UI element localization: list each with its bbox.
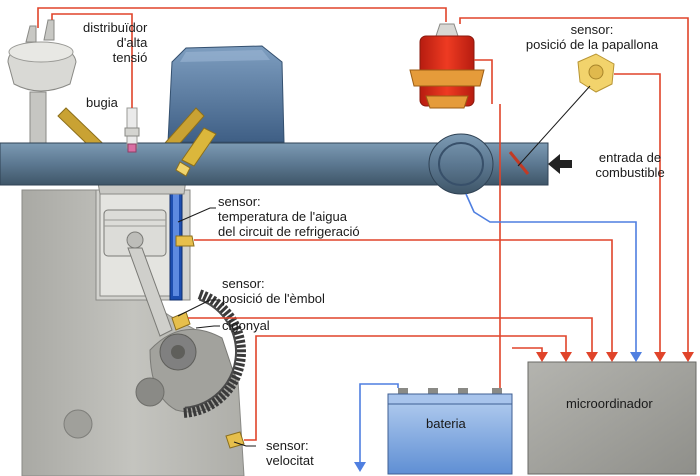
microcomputer [527, 361, 697, 475]
piston-sensor-label: sensor: posició de l'èmbol [222, 276, 325, 306]
crank-tooth [228, 377, 239, 386]
throttle-position-sensor [577, 53, 615, 93]
crank-tooth [212, 298, 222, 309]
crank-ring-arc [184, 298, 237, 409]
leader-lines [177, 85, 591, 447]
spark-plug [124, 107, 140, 153]
speed-sensor-label: sensor: velocitat [266, 438, 314, 468]
throttle-sensor-label: sensor: posició de la papallona [525, 22, 659, 52]
crank-tooth [199, 403, 207, 414]
crank-tooth [211, 396, 220, 407]
crank-tooth [233, 334, 245, 340]
crank-tooth [225, 381, 236, 390]
crank-tooth [234, 339, 246, 345]
crank-tooth [231, 370, 243, 377]
red-wires [37, 7, 689, 441]
crank-tooth [223, 385, 234, 394]
crank-tooth [214, 394, 224, 404]
crank-tooth [235, 353, 246, 358]
engine-block [21, 149, 245, 476]
water-temp-sensor-label: sensor: temperatura de l'aigua del circu… [218, 194, 360, 239]
ignition-coil [409, 23, 485, 109]
blue-arrows [354, 352, 642, 472]
signal-arrows [536, 352, 694, 362]
crank-tooth [187, 407, 193, 418]
crank-tooth [201, 291, 209, 302]
fuel-inlet-arrow [548, 154, 572, 174]
fuel-inlet-label: entrada de combustible [595, 150, 665, 180]
crankshaft-label: cigonyal [222, 318, 270, 333]
crank-tooth [191, 406, 197, 417]
microcomputer-label: microordinador [566, 396, 653, 411]
crank-tooth [217, 391, 227, 401]
crank-tooth [233, 366, 244, 372]
crank-tooth [235, 344, 246, 349]
crank-tooth [229, 320, 240, 328]
battery-label: bateria [426, 416, 466, 431]
crank-tooth [216, 301, 225, 312]
crank-tooth [219, 304, 229, 315]
battery [387, 388, 513, 475]
crank-tooth [222, 308, 232, 318]
crank-tooth [232, 329, 244, 336]
throttle-butterfly [508, 151, 530, 175]
crank-tooth [230, 374, 241, 381]
distributor-label: distribuïdor d'alta tensió [83, 20, 148, 65]
crank-tooth [235, 357, 246, 363]
crank-tooth [207, 399, 216, 410]
crank-tooth [234, 361, 245, 367]
blue-wires [359, 193, 637, 462]
fuel-injector [175, 127, 217, 177]
crank-tooth [203, 401, 211, 412]
crank-tooth [197, 289, 204, 300]
crank-tooth [183, 407, 188, 418]
crank-tooth [209, 295, 218, 306]
crank-tooth [195, 404, 202, 416]
intake-manifold [0, 133, 549, 195]
crank-tooth [220, 388, 231, 398]
distributor [7, 19, 77, 145]
water-temperature-sensor [175, 235, 195, 247]
crank-tooth [231, 325, 242, 332]
crankshaft-tooth-ring [183, 289, 247, 418]
spark-plug-label: bugia [86, 95, 118, 110]
